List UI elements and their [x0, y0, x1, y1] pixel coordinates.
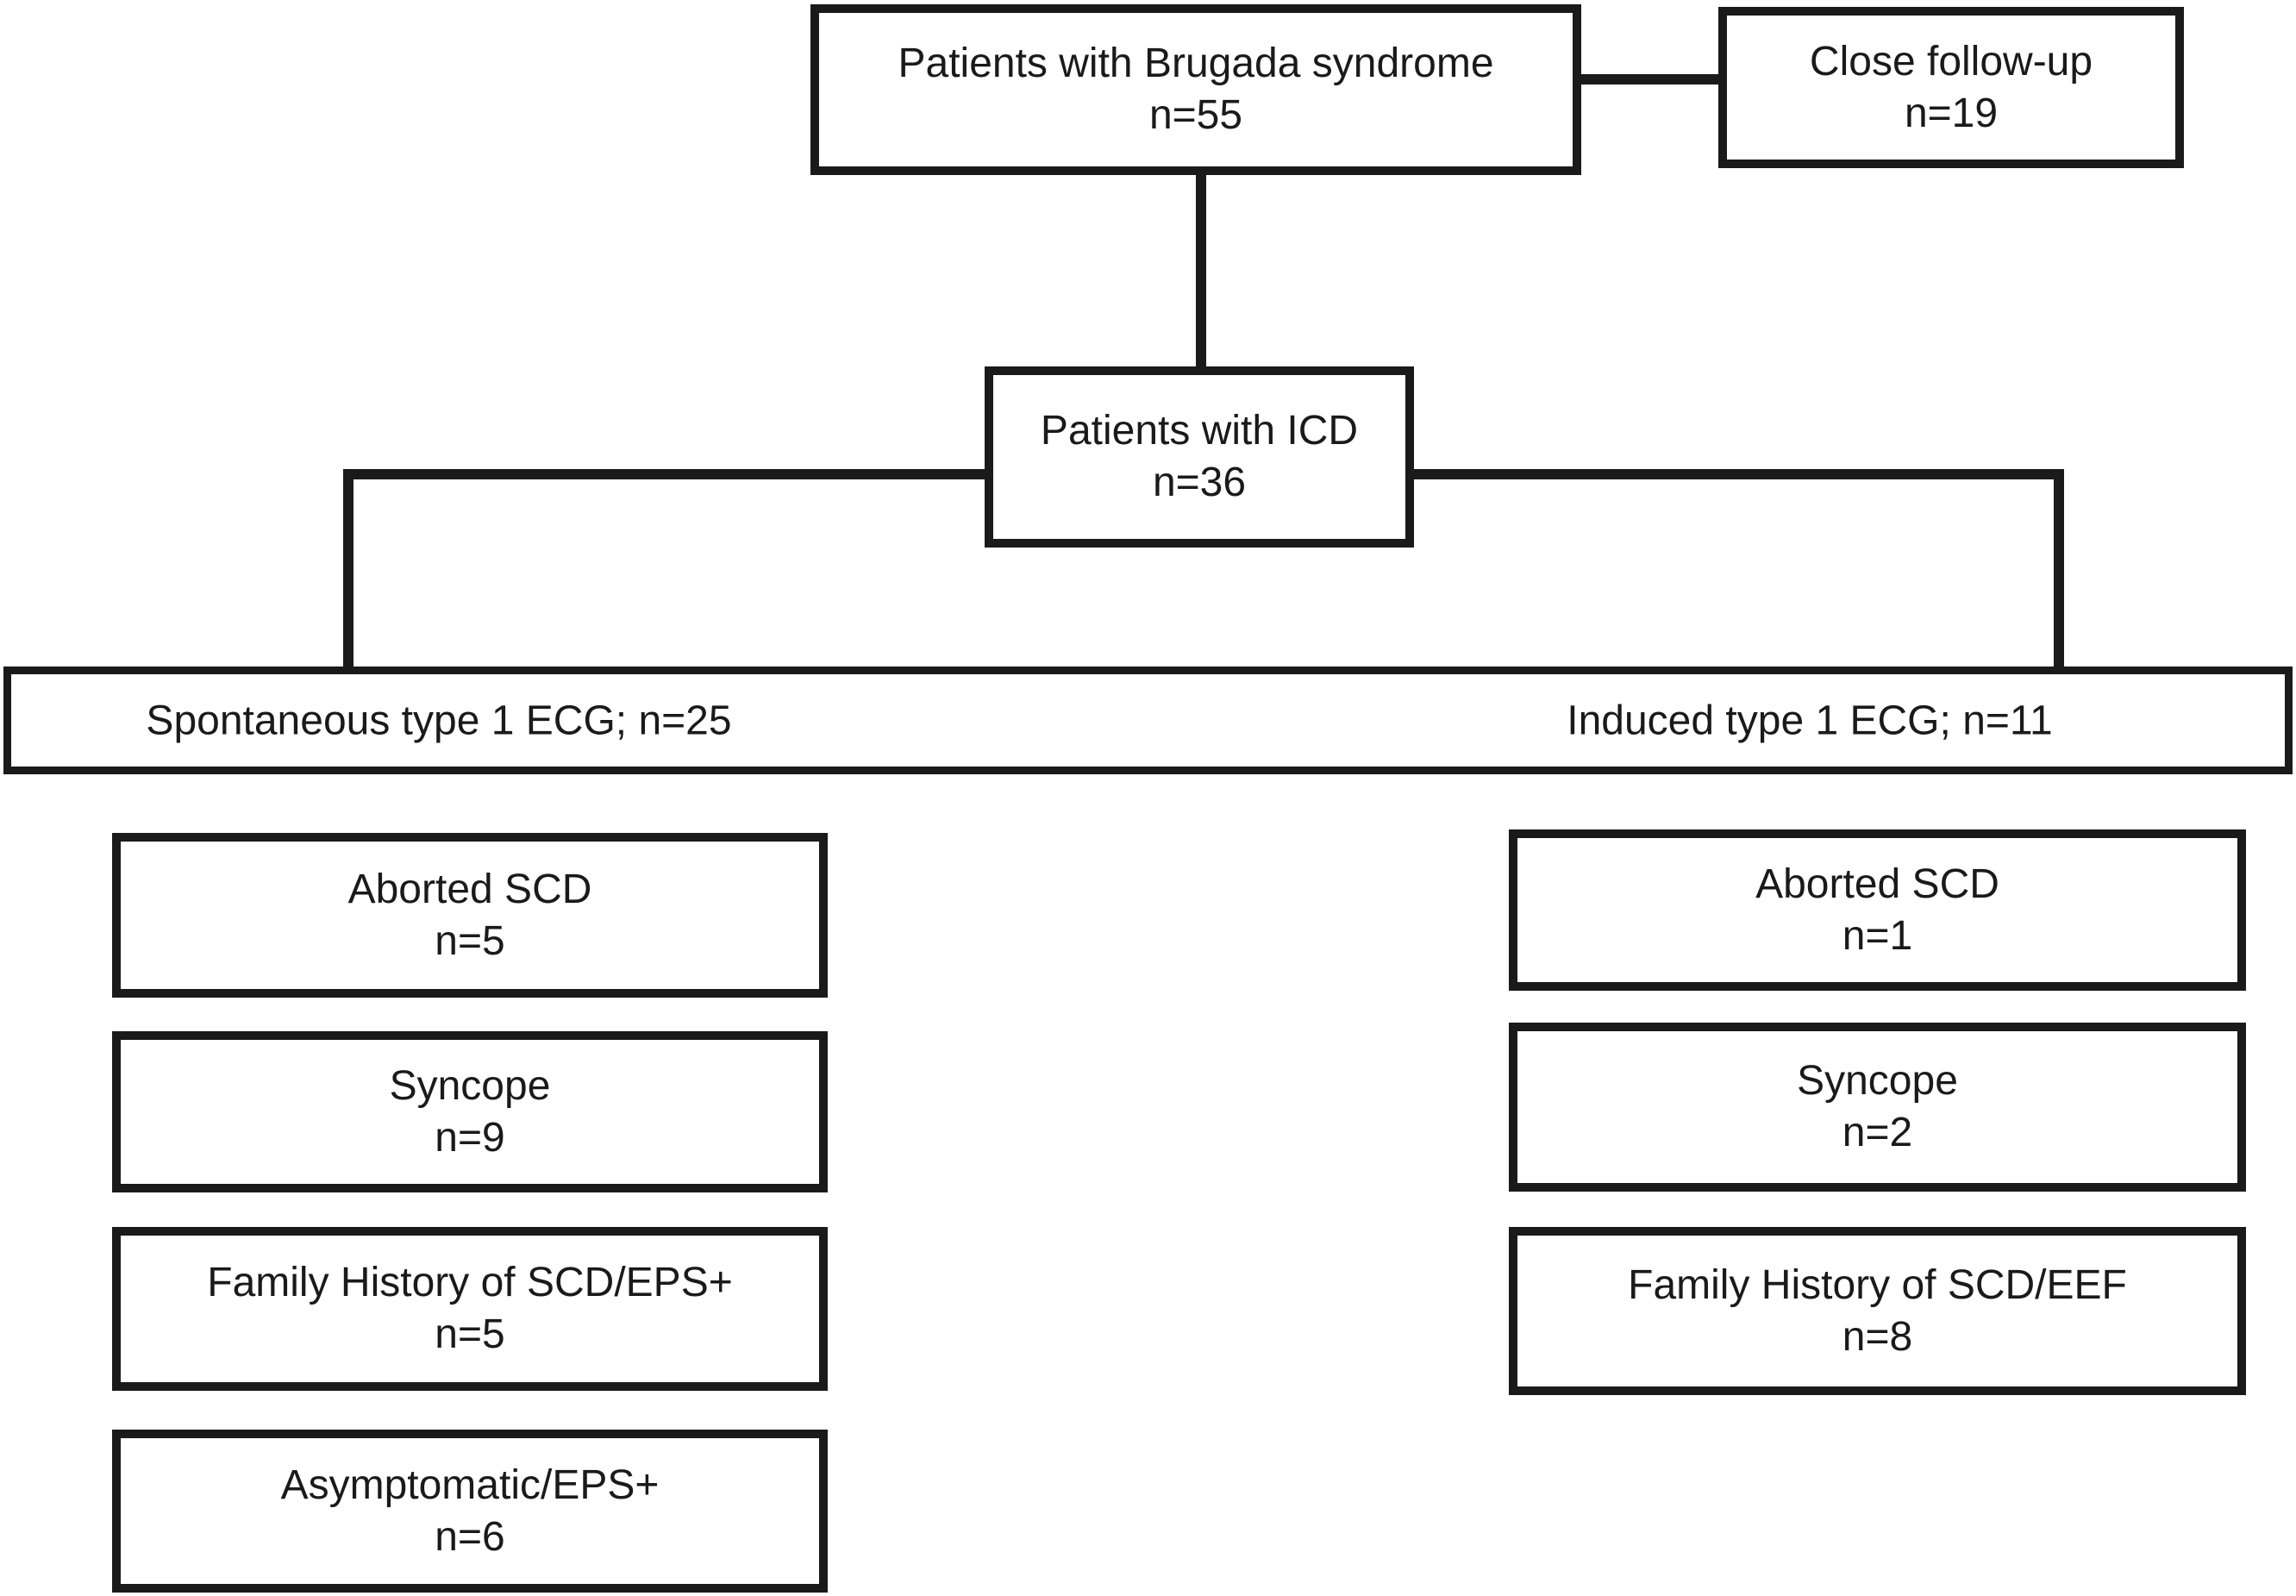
node-left-asymptomatic: Asymptomatic/EPS+ n=6: [112, 1430, 828, 1593]
node-icd-count: n=36: [1152, 460, 1247, 505]
node-left-syncope-count: n=9: [435, 1114, 505, 1161]
node-left-syncope: Syncope n=9: [112, 1031, 828, 1192]
node-left-family-history: Family History of SCD/EPS+ n=5: [112, 1227, 828, 1391]
node-right-aborted-count: n=1: [1842, 912, 1913, 959]
node-brugada-syndrome: Patients with Brugada syndrome n=55: [810, 4, 1581, 175]
node-right-syncope-label: Syncope: [1797, 1058, 1958, 1104]
node-right-syncope: Syncope n=2: [1509, 1023, 2246, 1192]
node-right-family-count: n=8: [1842, 1313, 1913, 1360]
node-left-aborted-label: Aborted SCD: [347, 866, 592, 912]
node-left-family-label: Family History of SCD/EPS+: [207, 1260, 733, 1305]
connector-icd-left-vertical: [343, 469, 353, 673]
node-left-asymptomatic-label: Asymptomatic/EPS+: [280, 1461, 660, 1508]
node-brugada-count: n=55: [1148, 92, 1243, 138]
node-left-aborted-scd: Aborted SCD n=5: [112, 833, 828, 998]
node-right-family-label: Family History of SCD/EEF: [1628, 1261, 2127, 1308]
node-left-asymptomatic-count: n=6: [435, 1513, 505, 1560]
node-followup-count: n=19: [1904, 90, 1999, 136]
node-brugada-label: Patients with Brugada syndrome: [898, 41, 1494, 86]
connector-icd-left-horizontal: [343, 469, 990, 479]
node-left-syncope-label: Syncope: [389, 1062, 551, 1109]
band-label-induced-ecg: Induced type 1 ECG; n=11: [1567, 698, 2053, 743]
connector-icd-right-vertical: [2054, 469, 2064, 673]
ecg-type-band: Spontaneous type 1 ECG; n=25 Induced typ…: [3, 667, 2293, 774]
node-patients-with-icd: Patients with ICD n=36: [985, 366, 1414, 548]
connector-brugada-to-followup: [1578, 74, 1724, 84]
node-right-syncope-count: n=2: [1842, 1110, 1913, 1155]
node-left-family-count: n=5: [435, 1311, 505, 1357]
connector-icd-right-horizontal: [1409, 469, 2064, 479]
node-right-aborted-scd: Aborted SCD n=1: [1509, 829, 2246, 991]
node-right-family-history: Family History of SCD/EEF n=8: [1509, 1227, 2246, 1395]
node-followup-label: Close follow-up: [1809, 38, 2093, 84]
node-right-aborted-label: Aborted SCD: [1755, 861, 1999, 907]
band-label-spontaneous-ecg: Spontaneous type 1 ECG; n=25: [146, 698, 732, 743]
node-icd-label: Patients with ICD: [1040, 408, 1359, 454]
node-close-follow-up: Close follow-up n=19: [1718, 7, 2184, 168]
connector-brugada-to-icd: [1196, 171, 1206, 371]
node-left-aborted-count: n=5: [435, 917, 505, 964]
